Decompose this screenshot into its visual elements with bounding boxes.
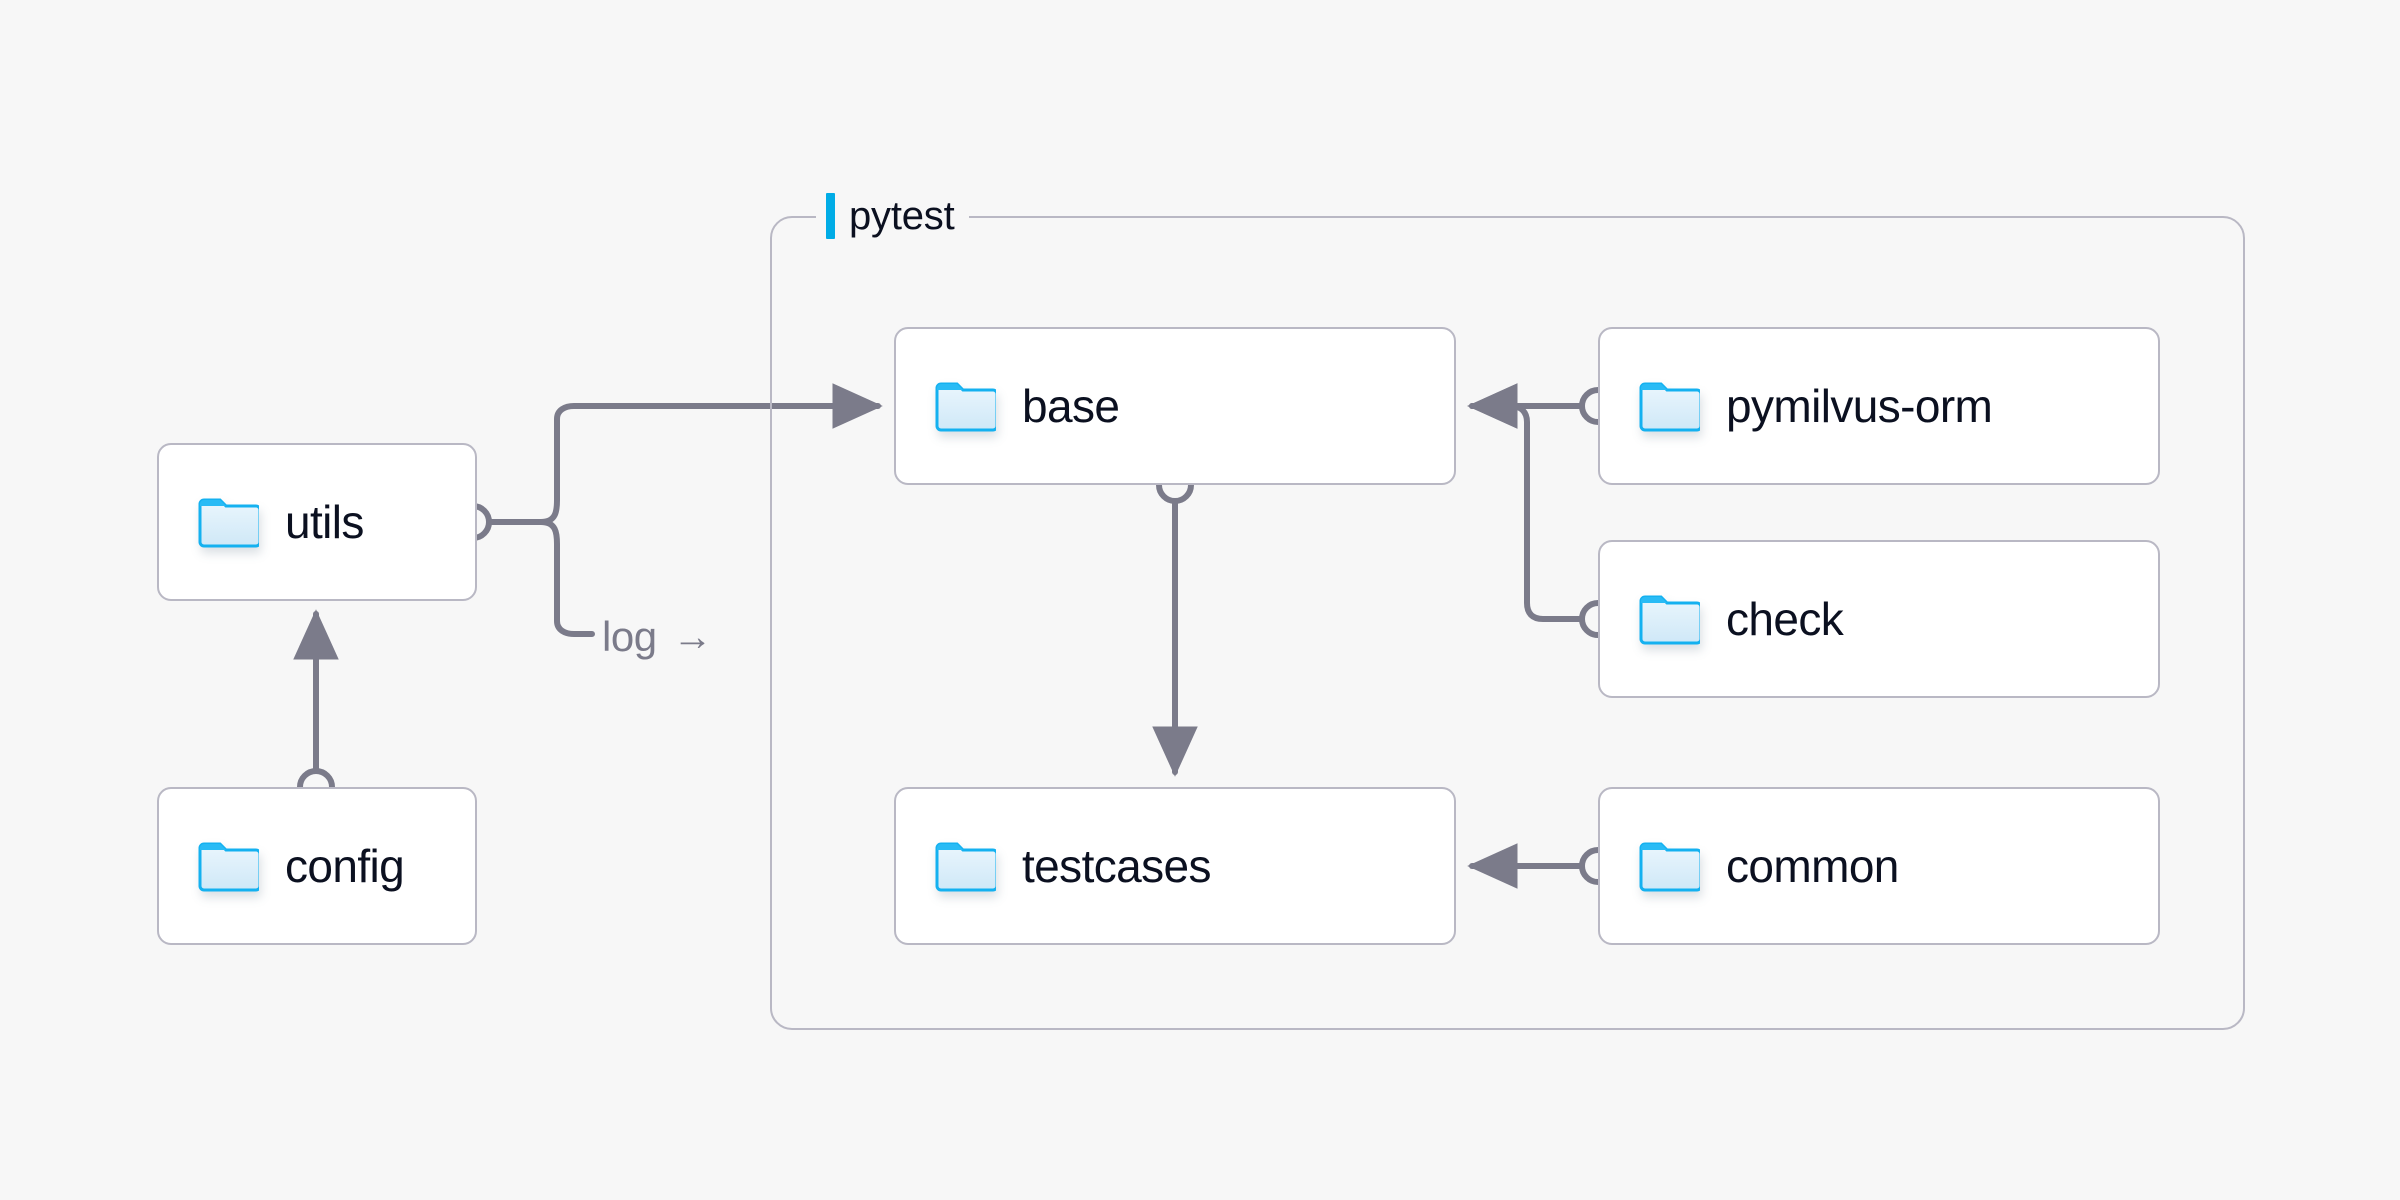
node-config[interactable]: config: [157, 787, 477, 945]
folder-icon: [197, 839, 259, 893]
edge-label-log: log →: [602, 613, 713, 661]
folder-icon: [934, 839, 996, 893]
node-label: common: [1726, 840, 1899, 892]
node-utils[interactable]: utils: [157, 443, 477, 601]
node-check[interactable]: check: [1598, 540, 2160, 698]
arrow-right-icon: →: [672, 615, 713, 659]
folder-icon: [1638, 379, 1700, 433]
node-label: testcases: [1022, 840, 1212, 892]
node-label: config: [285, 840, 405, 892]
node-base[interactable]: base: [894, 327, 1456, 485]
group-label: pytest: [849, 194, 955, 238]
folder-icon: [934, 379, 996, 433]
node-pymilvus-orm[interactable]: pymilvus-orm: [1598, 327, 2160, 485]
node-label: base: [1022, 380, 1120, 432]
pytest-group-title: pytest: [816, 190, 969, 242]
node-common[interactable]: common: [1598, 787, 2160, 945]
node-testcases[interactable]: testcases: [894, 787, 1456, 945]
node-label: check: [1726, 593, 1844, 645]
wire-utils-to-log: [538, 519, 595, 637]
node-label: pymilvus-orm: [1726, 380, 1993, 432]
folder-icon: [1638, 839, 1700, 893]
edge-label-text: log: [602, 613, 657, 660]
pytest-group: [770, 216, 2245, 1030]
node-label: utils: [285, 496, 364, 548]
folder-icon: [197, 495, 259, 549]
folder-icon: [1638, 592, 1700, 646]
group-accent-bar: [826, 193, 835, 239]
